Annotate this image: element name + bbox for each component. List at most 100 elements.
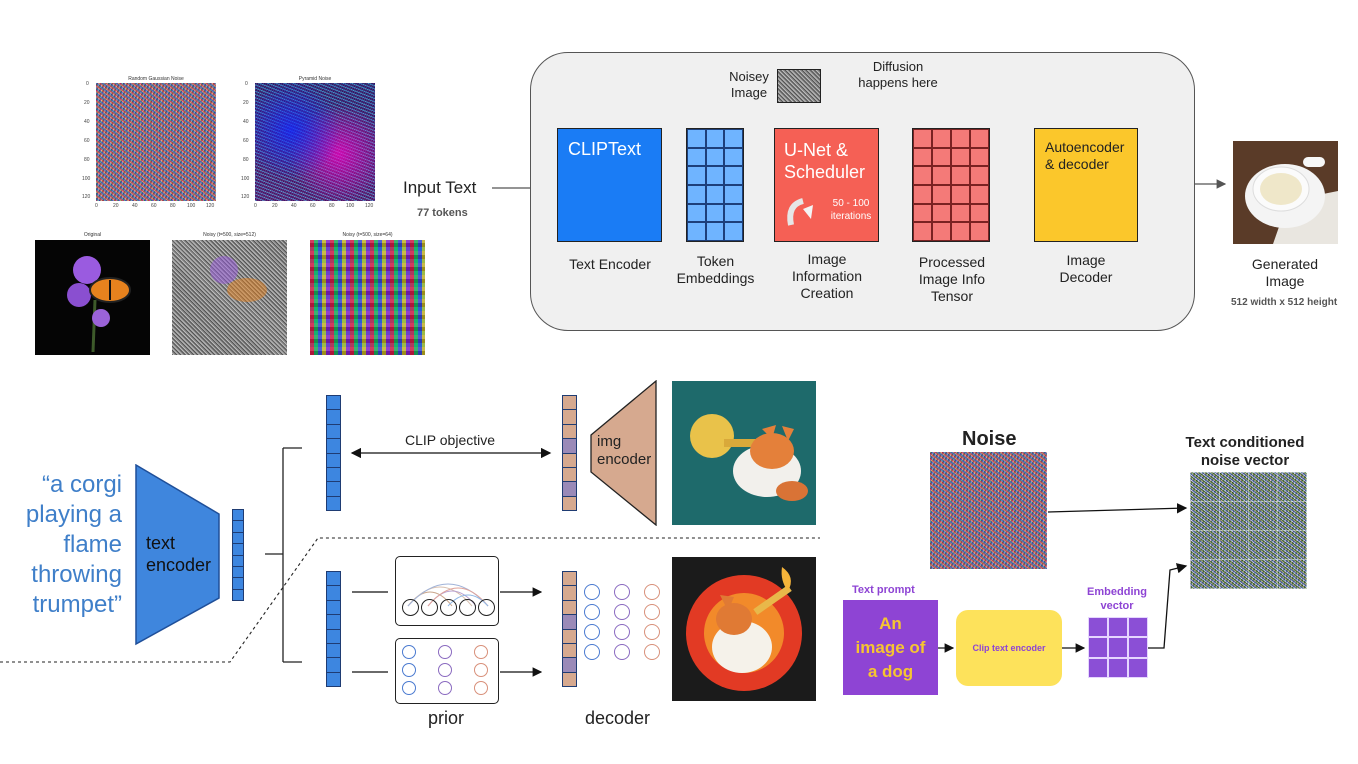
embedding-vector-title: Embedding vector — [1074, 585, 1160, 613]
y-tick: 120 — [241, 194, 250, 200]
img-encoder-line: encoder — [597, 451, 652, 468]
iterations-label: 50 - 100 iterations — [825, 197, 877, 223]
faded-butterfly-picture — [210, 256, 267, 302]
corgi-prompt-text: “a corgi playing a flame throwing trumpe… — [14, 470, 122, 620]
y-tick: 80 — [84, 157, 90, 163]
noisy64-title: Noisy (t=500, size=64) — [342, 232, 393, 238]
image-info-creation-label: Image Information Creation — [775, 251, 879, 302]
text-embedding-vector — [232, 509, 244, 601]
generated-line: Image — [1265, 273, 1305, 289]
noisy-64-image — [310, 240, 425, 355]
x-tick: 0 — [254, 203, 257, 209]
decoder-input-embedding — [562, 571, 577, 687]
text-prompt-box: An image of a dog — [843, 600, 938, 695]
arrow-noise-to-conditioned — [1047, 503, 1188, 514]
input-text-label: Input Text — [403, 178, 477, 197]
prompt-line: a dog — [867, 662, 914, 681]
random-noise-title: Random Gaussian Noise — [128, 76, 184, 82]
processed-tensor-grid — [912, 128, 990, 242]
resolution-label: 512 width x 512 height — [1231, 297, 1338, 308]
pyramid-noise-title: Pyramid Noise — [298, 76, 332, 82]
noisy512-title: Noisy (t=500, size=512) — [203, 232, 256, 238]
text-conditioned-line: Text conditioned — [1185, 434, 1305, 451]
noisy-image-thumbnail — [777, 69, 821, 103]
x-tick: 20 — [113, 203, 119, 209]
x-tick: 120 — [206, 203, 215, 209]
x-tick: 100 — [346, 203, 355, 209]
unet-line: U-Net & — [784, 140, 849, 160]
decoder-unet-circles — [584, 584, 660, 660]
image-info-line: Image — [807, 251, 847, 267]
text-encoder-label: Text Encoder — [569, 256, 651, 272]
y-tick: 20 — [243, 100, 249, 106]
random-gaussian-noise-plot — [96, 83, 216, 201]
arrow-embedding-to-conditioned — [1148, 563, 1188, 649]
noisy-image-line: Noisey — [729, 69, 769, 84]
clip-objective-label: CLIP objective — [405, 432, 496, 448]
y-tick: 60 — [243, 138, 249, 144]
text-encoder-label: text encoder — [146, 532, 211, 576]
image-decoder-line: Decoder — [1059, 269, 1113, 285]
autoencoder-line: & decoder — [1045, 156, 1109, 172]
generated-image — [1233, 141, 1338, 244]
x-tick: 80 — [170, 203, 176, 209]
token-embeddings-line: Embeddings — [676, 270, 755, 286]
noise-title: Noise — [962, 428, 1017, 450]
dashed-divider — [0, 537, 820, 663]
prompt-line: image of — [855, 638, 926, 657]
diffusion-note-line: happens here — [858, 75, 938, 90]
token-embeddings-line: Token — [696, 253, 735, 269]
y-tick: 40 — [243, 119, 249, 125]
y-tick: 100 — [82, 176, 91, 182]
image-info-line: Information — [791, 268, 863, 284]
image-info-line: Creation — [800, 285, 854, 301]
pyramid-noise-plot — [255, 83, 375, 201]
x-tick: 100 — [187, 203, 196, 209]
token-embeddings-grid — [686, 128, 744, 242]
prompt-line: “a corgi — [41, 471, 122, 498]
token-embeddings-label: Token Embeddings — [668, 253, 763, 287]
x-tick: 60 — [151, 203, 157, 209]
conditioned-grid-overlay — [1190, 472, 1307, 589]
prior-diffusion-circles — [402, 645, 488, 695]
prompt-line: flame — [63, 531, 122, 558]
corgi-trumpet-picture — [672, 381, 816, 525]
corgi-trumpet-image — [672, 381, 816, 525]
x-tick: 0 — [95, 203, 98, 209]
decoder-label: decoder — [585, 708, 651, 728]
noisy-image-line: Image — [730, 85, 768, 100]
y-tick: 60 — [84, 138, 90, 144]
coffee-cup-picture — [1233, 141, 1338, 244]
y-tick: 100 — [241, 176, 250, 182]
y-tick: 120 — [82, 194, 91, 200]
text-conditioned-title: Text conditioned noise vector — [1172, 434, 1318, 470]
embedding-line: Embedding — [1087, 586, 1147, 598]
y-tick: 20 — [84, 100, 90, 106]
x-tick: 60 — [310, 203, 316, 209]
butterfly-original-image — [35, 240, 150, 355]
text-conditioned-noise-square — [1190, 472, 1307, 589]
processed-line: Processed — [918, 254, 986, 270]
tokens-label: 77 tokens — [417, 207, 468, 219]
loop-arrow-icon — [787, 198, 813, 226]
corgi-flame-picture — [672, 557, 816, 701]
text-conditioned-line: noise vector — [1200, 452, 1290, 469]
original-title: Original — [83, 232, 102, 238]
x-tick: 40 — [291, 203, 297, 209]
clip-text-encoder-label: Clip text encoder — [972, 643, 1046, 653]
prompt-line: trumpet” — [32, 591, 122, 618]
text-prompt-title: Text prompt — [852, 584, 915, 596]
noisy-image-label: Noisey Image — [718, 69, 780, 101]
x-tick: 80 — [329, 203, 335, 209]
clip-text-embedding — [326, 395, 341, 511]
bracket — [265, 447, 302, 663]
processed-line: Tensor — [930, 288, 974, 304]
autoencoder-box: Autoencoder & decoder — [1034, 128, 1138, 242]
x-tick: 120 — [365, 203, 374, 209]
autoencoder-line: Autoencoder — [1045, 139, 1125, 155]
unet-line: Scheduler — [784, 162, 866, 182]
butterfly-flower-picture — [67, 256, 131, 353]
prior-autoregressive-box — [395, 556, 499, 626]
cliptext-box: CLIPText — [557, 128, 662, 242]
corgi-flame-image — [672, 557, 816, 701]
